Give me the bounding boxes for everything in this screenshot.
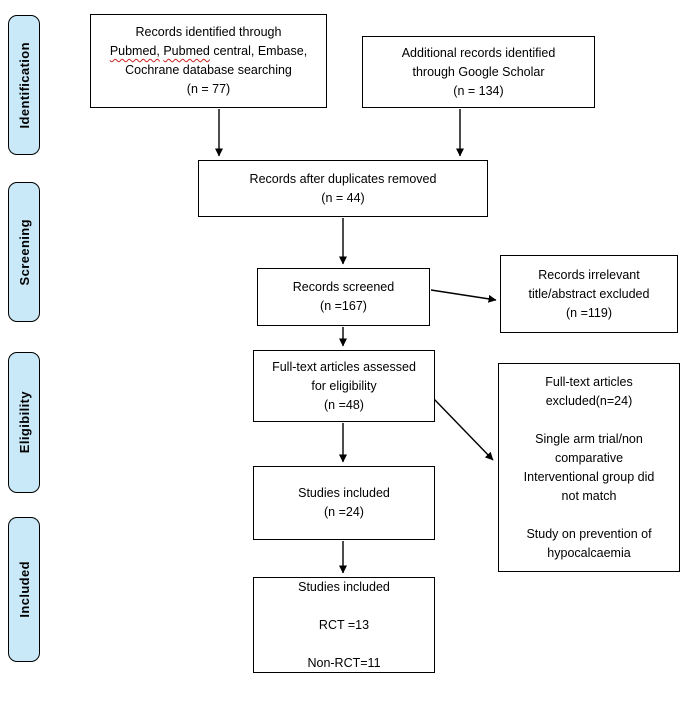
box-text-line: excluded(n=24) xyxy=(545,393,633,408)
box-text-line: Records identified through xyxy=(135,25,282,39)
box-text-line: Studies included xyxy=(298,579,390,594)
misspelled-word: Pubmed xyxy=(163,44,210,58)
box-text-line: Study on prevention of xyxy=(526,526,652,541)
box-text-line: Full-text articles assessed xyxy=(272,359,416,374)
misspelled-word: Pubmed, xyxy=(109,44,160,58)
box-fulltext-assessed: Full-text articles assessed for eligibil… xyxy=(253,350,435,422)
stage-included: Included xyxy=(8,517,40,662)
stage-included-label: Included xyxy=(16,561,32,618)
box-records-screened: Records screened (n =167) xyxy=(257,268,430,326)
record-count: (n = 77) xyxy=(186,82,231,96)
box-text-fragment: central, Embase, xyxy=(213,44,308,58)
stage-screening-label: Screening xyxy=(16,218,32,286)
box-text-line: for eligibility xyxy=(311,378,377,393)
record-count: (n =48) xyxy=(324,397,364,412)
arrow-fulltext-to-excluded xyxy=(433,398,494,461)
record-count: (n =24) xyxy=(324,505,364,519)
record-count: (n =119) xyxy=(566,305,612,320)
box-text-line: title/abstract excluded xyxy=(528,286,650,301)
box-additional-records: Additional records identified through Go… xyxy=(362,36,595,108)
box-text-line: Interventional group did xyxy=(523,469,655,484)
box-text-line: Records irrelevant xyxy=(538,267,640,282)
box-text-line xyxy=(260,635,428,654)
stage-eligibility: Eligibility xyxy=(8,352,40,493)
stage-screening: Screening xyxy=(8,182,40,322)
box-text-line: RCT =13 xyxy=(318,617,370,632)
box-text-line: Full-text articles xyxy=(545,374,633,389)
box-text-line xyxy=(505,506,673,525)
box-text-line: hypocalcaemia xyxy=(547,545,631,560)
box-duplicates-removed: Records after duplicates removed (n = 44… xyxy=(198,160,488,217)
box-text-line: Pubmed, Pubmed central, Embase, xyxy=(97,42,320,61)
stage-identification: Identification xyxy=(8,15,40,155)
record-count: (n = 134) xyxy=(453,83,504,98)
box-text-line: Non-RCT=11 xyxy=(307,655,381,670)
box-text-line: Records after duplicates removed xyxy=(249,171,437,186)
box-text-line: through Google Scholar xyxy=(412,64,545,79)
box-text-line: not match xyxy=(561,488,617,503)
record-count: (n =167) xyxy=(320,299,367,313)
box-text-line: Additional records identified xyxy=(401,45,556,60)
box-text-line xyxy=(505,411,673,430)
box-text-line: Single arm trial/non xyxy=(535,431,643,446)
box-studies-included: Studies included (n =24) xyxy=(253,466,435,540)
box-records-identified: Records identified through Pubmed, Pubme… xyxy=(90,14,327,108)
box-records-irrelevant: Records irrelevant title/abstract exclud… xyxy=(500,255,678,333)
stage-eligibility-label: Eligibility xyxy=(16,391,32,454)
box-fulltext-excluded: Full-text articles excluded(n=24) Single… xyxy=(498,363,680,572)
box-text-line: Cochrane database searching xyxy=(125,63,292,77)
box-text-line: comparative xyxy=(554,450,624,465)
box-text-line: Studies included xyxy=(298,486,390,500)
record-count: (n = 44) xyxy=(321,190,365,205)
arrow-screened-to-irrelevant xyxy=(430,289,497,303)
box-studies-final: Studies included RCT =13 Non-RCT=11 xyxy=(253,577,435,673)
box-text-line: Records screened xyxy=(292,280,395,294)
stage-identification-label: Identification xyxy=(16,41,32,129)
box-text-line xyxy=(260,597,428,616)
